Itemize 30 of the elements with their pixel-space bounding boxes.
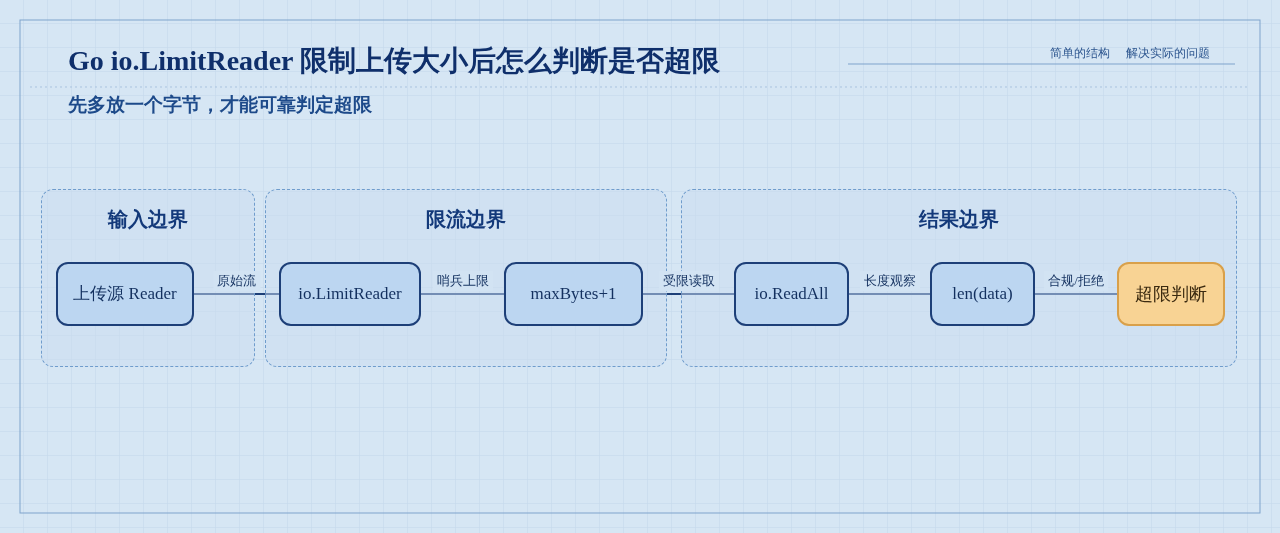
edge-label: 哨兵上限 [432,271,493,291]
subtitle: 先多放一个字节，才能可靠判定超限 [68,93,372,117]
tagline: 解决实际的问题 [1126,45,1210,62]
process-box [56,262,194,326]
process-box [930,262,1035,326]
connector-line [642,293,735,295]
edge-label: 长度观察 [859,271,920,291]
edge-label: 原始流 [213,271,260,291]
connector-line [420,293,505,295]
node-label: 超限判断 [1135,282,1207,306]
connector-line [193,293,280,295]
node-label: maxBytes+1 [530,283,617,306]
connector-line [1034,293,1118,295]
process-box [734,262,849,326]
node-label: len(data) [952,283,1013,306]
result-box [1117,262,1225,326]
group-title: 结果边界 [919,207,999,232]
group-title: 输入边界 [108,207,188,232]
tagline: 简单的结构 [1050,45,1110,62]
group-container [41,189,255,367]
title: Go io.LimitReader 限制上传大小后怎么判断是否超限 [68,44,720,78]
node-label: io.ReadAll [754,283,829,306]
group-title: 限流边界 [426,207,506,232]
edge-label: 合规/拒绝 [1044,271,1108,291]
node-label: 上传源 Reader [73,283,177,306]
process-box [279,262,421,326]
edge-label: 受限读取 [658,271,719,291]
node-label: io.LimitReader [298,283,402,306]
connector-line [848,293,931,295]
process-box [504,262,643,326]
